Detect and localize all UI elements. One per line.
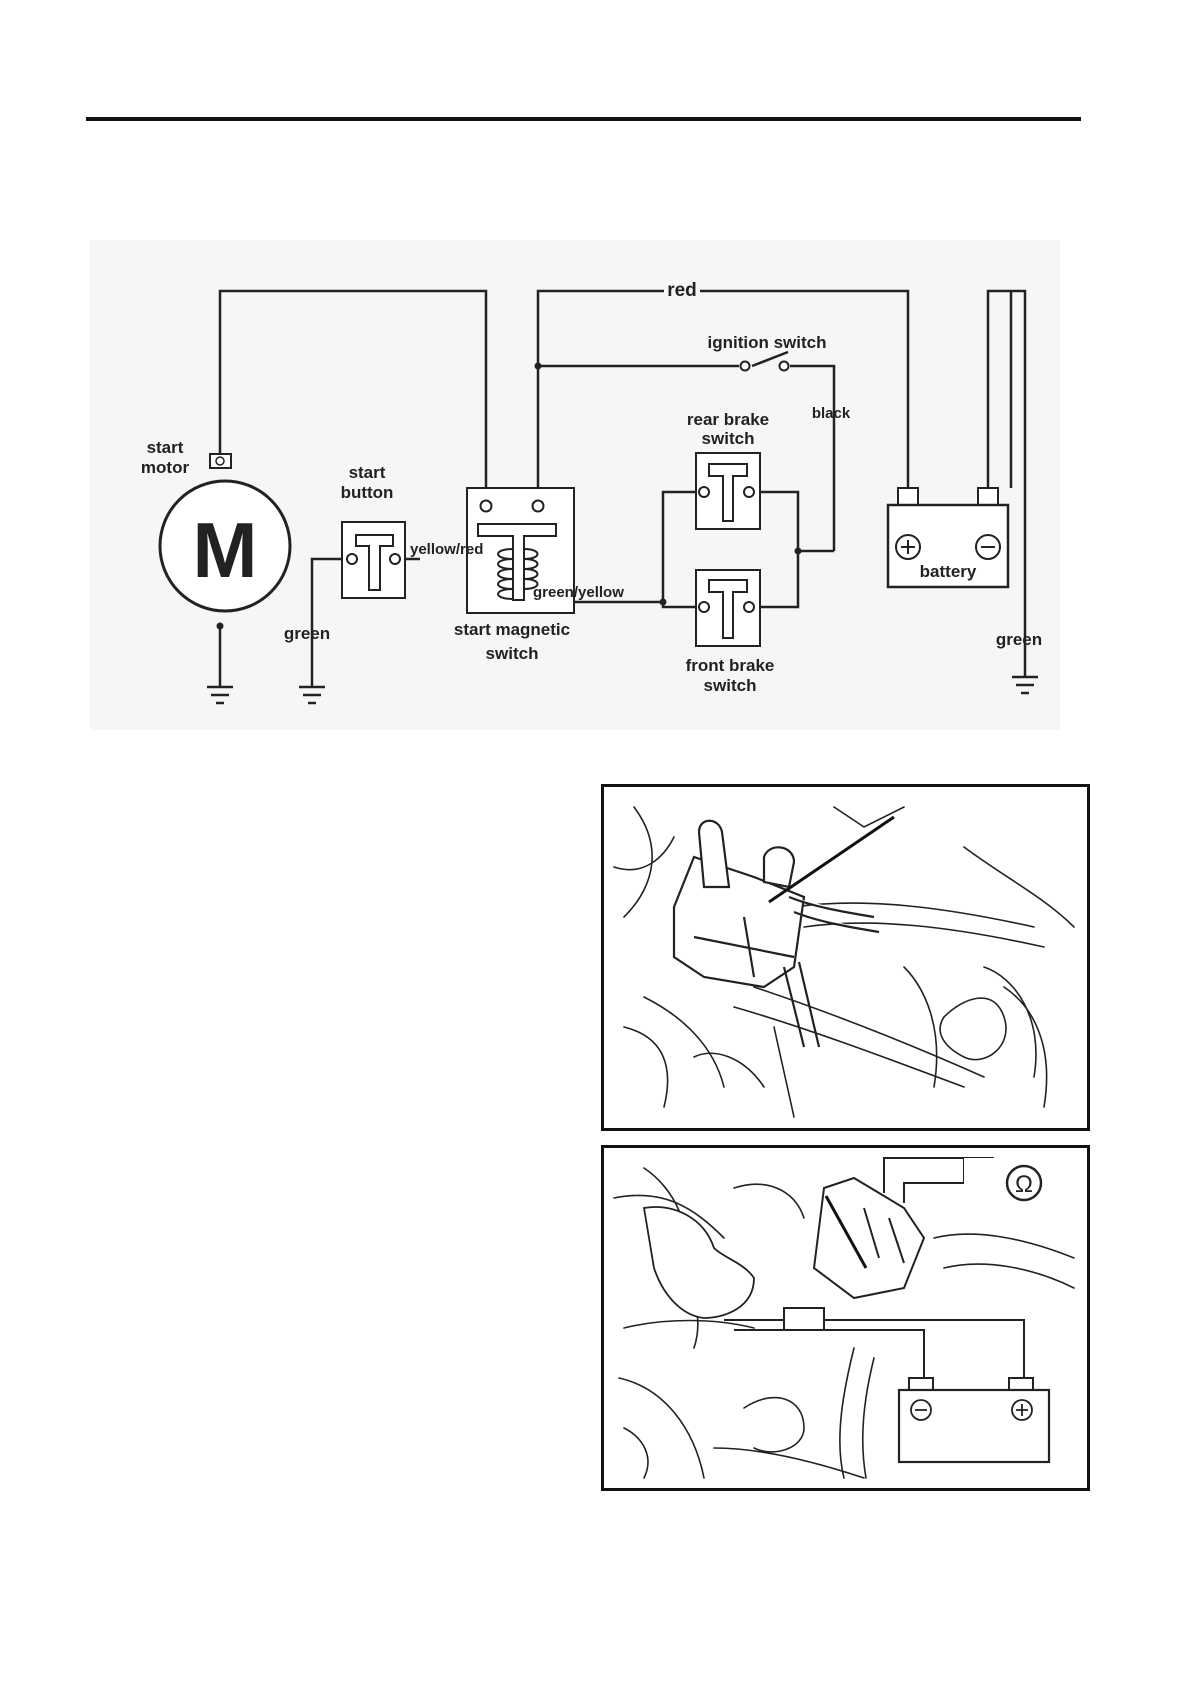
label-start-motor-line2: motor [141,458,190,477]
label-start-button-line1: start [349,463,386,482]
label-red: red [667,280,697,301]
illustration-magnetic-switch-location [601,784,1090,1131]
label-rear-brake-line1: rear brake [687,410,769,429]
rear-brake-switch-symbol [696,453,760,529]
battery-icon [899,1378,1049,1462]
label-front-brake-line2: switch [704,676,757,695]
label-green-right: green [996,630,1042,649]
header-rule [86,117,1081,121]
label-start-magnetic-line1: start magnetic [454,620,570,639]
illustration-magnetic-switch-test: Ω [601,1145,1090,1491]
label-front-brake-line1: front brake [686,656,775,675]
label-yellow-red: yellow/red [410,541,483,558]
label-ignition-switch: ignition switch [708,333,827,352]
motor-symbol: M [193,506,258,594]
front-brake-switch-symbol [696,570,760,646]
label-start-button-line2: button [341,483,394,502]
label-start-motor-line1: start [147,438,184,457]
label-rear-brake-line2: switch [702,429,755,448]
label-green-yellow: green/yellow [533,584,624,601]
ohmmeter-symbol: Ω [1015,1171,1033,1198]
starter-circuit-diagram: M [90,240,1060,730]
label-battery: battery [920,562,977,581]
start-button-symbol [342,522,405,598]
label-black: black [812,405,851,422]
label-green-left: green [284,624,330,643]
label-start-magnetic-line2: switch [486,644,539,663]
